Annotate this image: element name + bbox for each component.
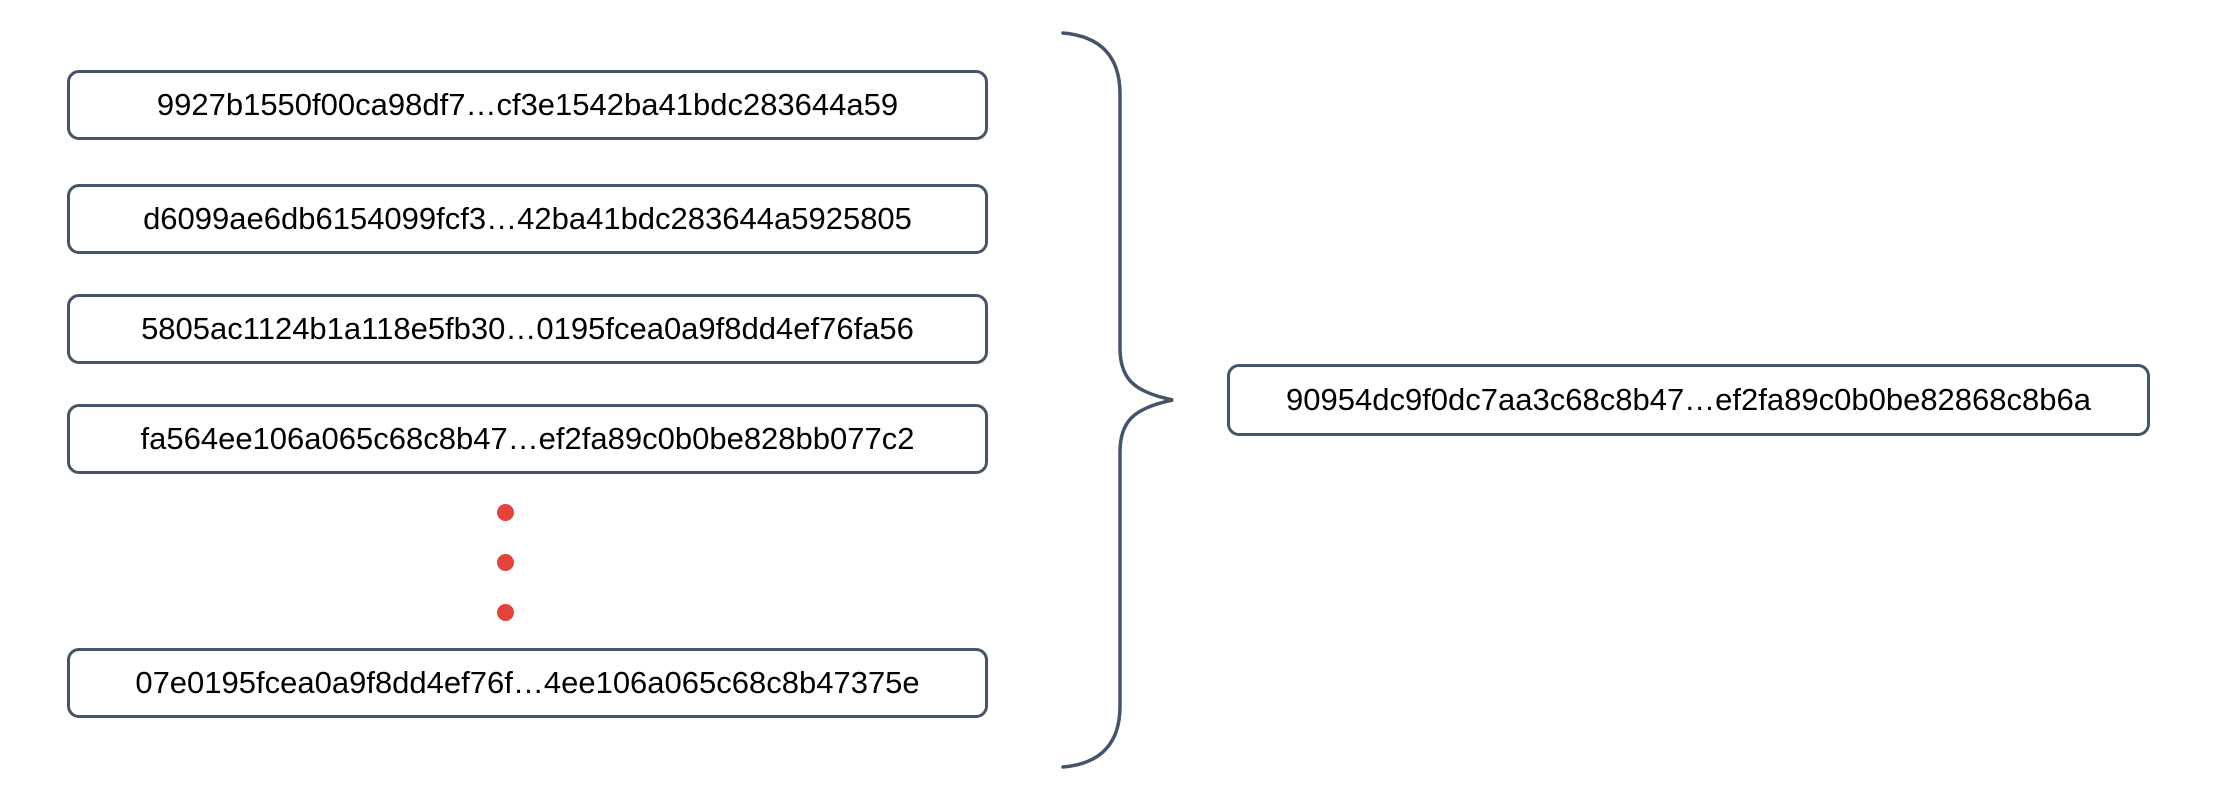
input-hash-text-3: 5805ac1124b1a118e5fb30…0195fcea0a9f8dd4e… bbox=[141, 311, 914, 346]
output-hash-box: 90954dc9f0dc7aa3c68c8b47…ef2fa89c0b0be82… bbox=[1227, 364, 2150, 436]
output-hash-text: 90954dc9f0dc7aa3c68c8b47…ef2fa89c0b0be82… bbox=[1286, 382, 2091, 417]
input-hash-box-4: fa564ee106a065c68c8b47…ef2fa89c0b0be828b… bbox=[67, 404, 988, 474]
ellipsis-dot-icon bbox=[496, 504, 514, 521]
input-hash-box-3: 5805ac1124b1a118e5fb30…0195fcea0a9f8dd4e… bbox=[67, 294, 988, 364]
input-hash-text-1: 9927b1550f00ca98df7…cf3e1542ba41bdc28364… bbox=[156, 87, 899, 122]
input-hash-box-2: d6099ae6db6154099fcf3…42ba41bdc283644a59… bbox=[67, 184, 988, 254]
ellipsis-dot-icon bbox=[496, 604, 514, 621]
input-hash-text-4: fa564ee106a065c68c8b47…ef2fa89c0b0be828b… bbox=[140, 421, 915, 456]
vertical-ellipsis bbox=[496, 504, 514, 621]
input-hash-box-1: 9927b1550f00ca98df7…cf3e1542ba41bdc28364… bbox=[67, 70, 988, 140]
input-hash-box-5: 07e0195fcea0a9f8dd4ef76f…4ee106a065c68c8… bbox=[67, 648, 988, 718]
input-hash-text-2: d6099ae6db6154099fcf3…42ba41bdc283644a59… bbox=[143, 201, 912, 236]
input-hash-text-5: 07e0195fcea0a9f8dd4ef76f…4ee106a065c68c8… bbox=[135, 665, 920, 700]
ellipsis-dot-icon bbox=[496, 554, 514, 571]
